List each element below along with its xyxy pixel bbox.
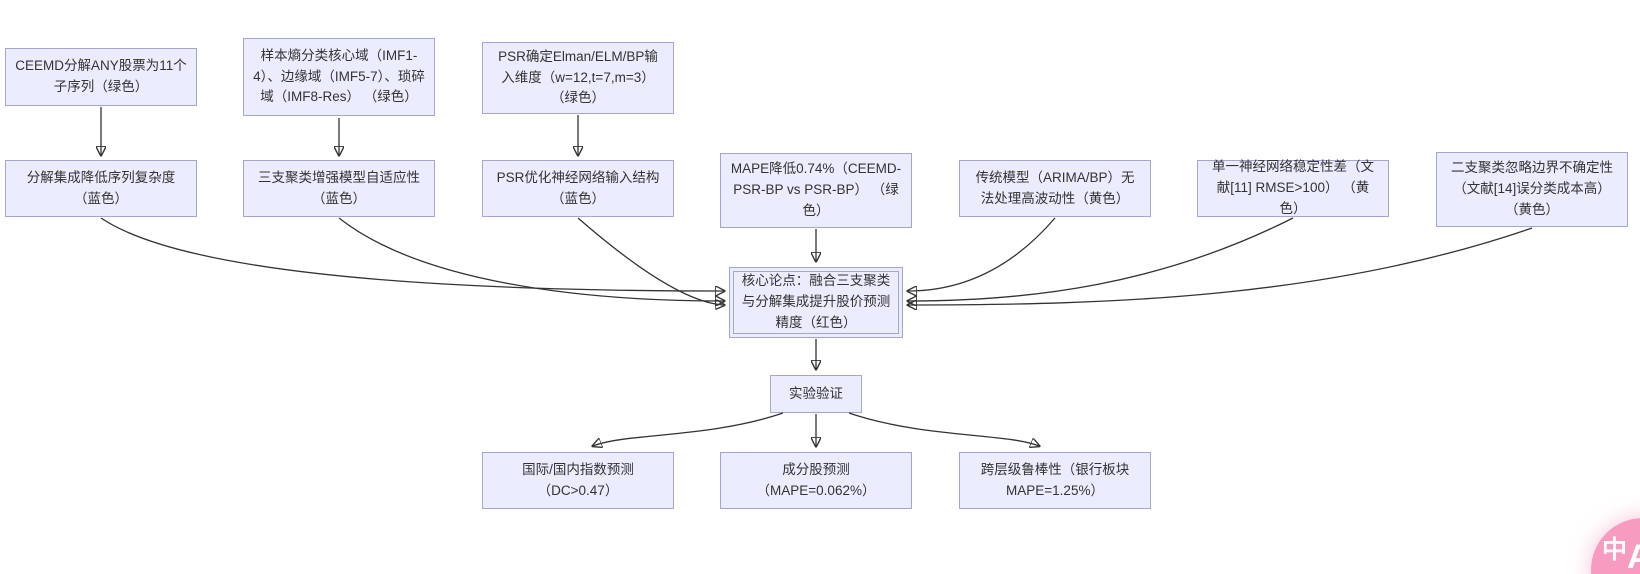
translate-toggle-badge[interactable]: 中 A bbox=[1591, 518, 1640, 574]
node-core-thesis-label: 核心论点：融合三支聚类与分解集成提升股价预测精度（红色） bbox=[733, 271, 899, 334]
node-traditional-models-limitation: 传统模型（ARIMA/BP）无法处理高波动性（黄色） bbox=[959, 160, 1151, 217]
node-cross-level-robustness-result: 跨层级鲁棒性（银行板块MAPE=1.25%） bbox=[959, 452, 1151, 509]
node-two-way-clustering-limitation: 二支聚类忽略边界不确定性（文献[14]误分类成本高）（黄色） bbox=[1436, 152, 1628, 227]
translate-badge-en-glyph: A bbox=[1627, 538, 1640, 574]
node-core-thesis: 核心论点：融合三支聚类与分解集成提升股价预测精度（红色） bbox=[729, 267, 903, 338]
edge-traditional-to-core bbox=[908, 217, 1056, 291]
node-psr-input-dimension: PSR确定Elman/ELM/BP输入维度（w=12,t=7,m=3） （绿色） bbox=[482, 42, 674, 114]
node-sample-entropy-domains: 样本熵分类核心域（IMF1-4）、边缘域（IMF5-7）、琐碎域（IMF8-Re… bbox=[243, 38, 435, 116]
edge-singlenet-to-core bbox=[908, 217, 1294, 301]
node-constituent-stock-result: 成分股预测（MAPE=0.062%） bbox=[720, 452, 912, 509]
node-single-network-instability: 单一神经网络稳定性差（文献[11] RMSE>100） （黄色） bbox=[1197, 159, 1389, 217]
edge-decomposition-to-core bbox=[100, 217, 724, 291]
translate-badge-cn-glyph: 中 bbox=[1602, 536, 1628, 564]
node-decomposition-reduces-complexity: 分解集成降低序列复杂度（蓝色） bbox=[5, 160, 197, 217]
node-ceemd-decompose: CEEMD分解ANY股票为11个子序列（绿色） bbox=[5, 48, 197, 106]
node-three-way-clustering-adaptivity: 三支聚类增强模型自适应性（蓝色） bbox=[243, 160, 435, 217]
node-index-prediction-result: 国际/国内指数预测（DC>0.47） bbox=[482, 452, 674, 509]
edge-psropt-to-core bbox=[577, 217, 724, 305]
edge-validation-to-index bbox=[593, 412, 784, 446]
node-mape-reduction: MAPE降低0.74%（CEEMD-PSR-BP vs PSR-BP） （绿色） bbox=[720, 153, 912, 228]
edge-validation-to-robustness bbox=[848, 412, 1039, 446]
edge-clustering-to-core bbox=[338, 217, 724, 301]
edge-twoway-to-core bbox=[908, 227, 1533, 305]
node-psr-optimizes-input-structure: PSR优化神经网络输入结构（蓝色） bbox=[482, 160, 674, 217]
node-experimental-validation: 实验验证 bbox=[770, 375, 862, 413]
